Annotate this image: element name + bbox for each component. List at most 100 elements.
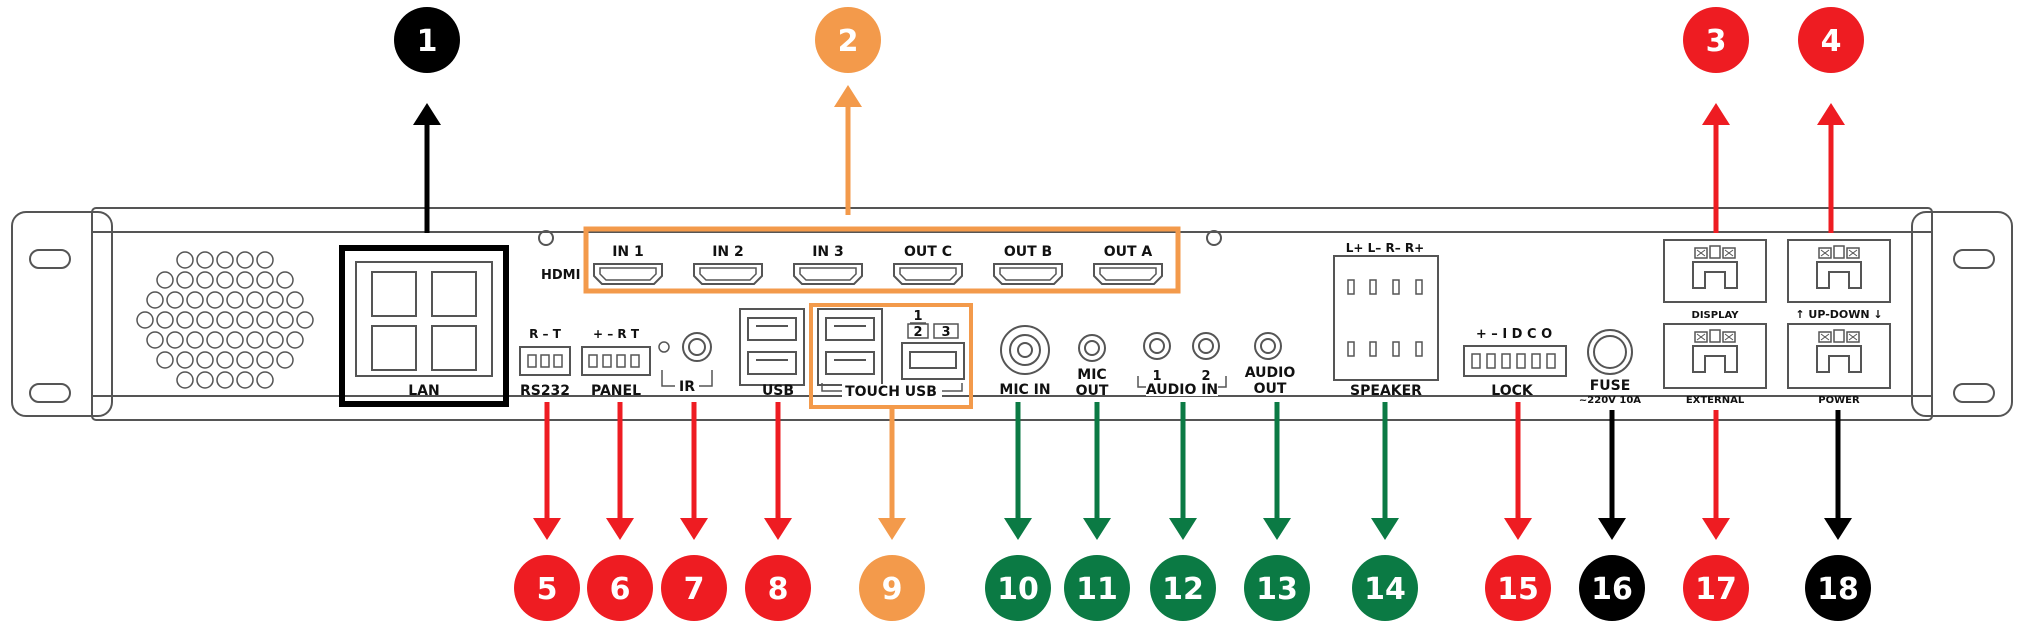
vent-hole — [196, 271, 214, 289]
mount-screw-left — [538, 230, 554, 246]
terminal-block — [1692, 329, 1738, 373]
touch-usb-highlight-box — [809, 303, 973, 409]
callout-badge: 16 — [1579, 555, 1645, 621]
callout-badge: 7 — [661, 555, 727, 621]
left-rack-ear — [11, 211, 113, 417]
callout-arrow — [1169, 402, 1197, 540]
vent-hole — [186, 331, 204, 349]
vent-hole — [276, 311, 294, 329]
lock-pins-label: + – I D C O — [1476, 327, 1552, 342]
callout-arrow — [1263, 402, 1291, 540]
rack-chassis — [11, 207, 2013, 421]
vent-hole — [276, 351, 294, 369]
fuse-holder: FUSE ~220V 10A — [1579, 329, 1641, 406]
callout-badge: 6 — [587, 555, 653, 621]
callout-arrow — [1824, 410, 1852, 540]
callout-badge: 17 — [1683, 555, 1749, 621]
hdmi-port-label: OUT B — [1004, 244, 1052, 260]
lan-label: LAN — [408, 383, 439, 399]
vent-grille — [136, 251, 314, 389]
callout-arrow — [764, 402, 792, 540]
right-ear-slot-bottom — [1953, 383, 1995, 403]
callout-arrow — [680, 402, 708, 540]
vent-hole — [286, 331, 304, 349]
hdmi-port: IN 1 — [593, 244, 663, 285]
terminal-blocks — [1692, 245, 1862, 373]
callout-number: 17 — [1695, 572, 1737, 607]
vent-hole — [216, 271, 234, 289]
lock-label: LOCK — [1491, 383, 1534, 399]
external-port: EXTERNAL — [1663, 323, 1767, 406]
callout-number: 18 — [1817, 572, 1859, 607]
callout-arrow — [1702, 103, 1730, 233]
panel-port: + – R T PANEL — [581, 327, 651, 399]
usb-port: USB — [739, 308, 805, 399]
vent-hole — [266, 331, 284, 349]
callout-badge: 3 — [1683, 7, 1749, 73]
power-port: POWER — [1787, 323, 1891, 406]
callout-badge: 1 — [394, 7, 460, 73]
callout-badge: 8 — [745, 555, 811, 621]
vent-hole — [256, 251, 274, 269]
left-ear-slot-bottom — [29, 383, 71, 403]
power-label: POWER — [1818, 395, 1860, 406]
vent-hole — [156, 351, 174, 369]
mount-screw-right — [1206, 230, 1222, 246]
vent-hole — [236, 251, 254, 269]
callout-number: 16 — [1591, 572, 1633, 607]
lock-port: + – I D C O LOCK — [1463, 327, 1567, 399]
vent-hole — [176, 371, 194, 389]
callout-arrows — [413, 85, 1852, 540]
callout-badge: 15 — [1485, 555, 1551, 621]
vent-hole — [176, 311, 194, 329]
mic-out-label-2: OUT — [1076, 383, 1109, 399]
chassis-body — [91, 207, 1933, 421]
callout-arrow — [1598, 410, 1626, 540]
rs232-port: R – T RS232 — [519, 327, 571, 399]
hdmi-port-label: OUT C — [904, 244, 952, 260]
vent-hole — [166, 331, 184, 349]
callout-number: 1 — [417, 24, 438, 59]
callout-number: 14 — [1364, 572, 1406, 607]
vent-hole — [146, 331, 164, 349]
right-rack-ear — [1911, 211, 2013, 417]
vent-hole — [226, 291, 244, 309]
callout-badge: 13 — [1244, 555, 1310, 621]
callout-number: 7 — [684, 572, 705, 607]
hdmi-port: OUT C — [893, 244, 963, 285]
callout-number: 12 — [1162, 572, 1204, 607]
callout-number: 15 — [1497, 572, 1539, 607]
callout-arrow — [606, 402, 634, 540]
vent-hole — [196, 371, 214, 389]
vent-hole — [256, 351, 274, 369]
callout-arrow — [1504, 402, 1532, 540]
callout-number: 8 — [768, 572, 789, 607]
callout-badge: 11 — [1064, 555, 1130, 621]
vent-hole — [216, 251, 234, 269]
callout-number: 13 — [1256, 572, 1298, 607]
ir-port: IR — [658, 332, 713, 395]
vent-hole — [246, 331, 264, 349]
vent-hole — [276, 271, 294, 289]
terminal-block — [1816, 329, 1862, 373]
callout-arrow — [834, 85, 862, 215]
callout-arrow — [1083, 402, 1111, 540]
callout-badge: 18 — [1805, 555, 1871, 621]
callout-number: 5 — [537, 572, 558, 607]
mic-in-label: MIC IN — [999, 382, 1050, 398]
callout-number: 11 — [1076, 572, 1118, 607]
lan-highlight-box — [339, 245, 509, 407]
vent-hole — [256, 271, 274, 289]
vent-hole — [236, 371, 254, 389]
audio-in-label: AUDIO IN — [1146, 382, 1218, 398]
vent-hole — [156, 271, 174, 289]
hdmi-port-label: OUT A — [1104, 244, 1153, 260]
vent-hole — [206, 291, 224, 309]
vent-hole — [216, 311, 234, 329]
vent-hole — [256, 311, 274, 329]
callout-arrow — [533, 402, 561, 540]
terminal-block — [1816, 245, 1862, 289]
fuse-rating-label: ~220V 10A — [1579, 395, 1641, 406]
